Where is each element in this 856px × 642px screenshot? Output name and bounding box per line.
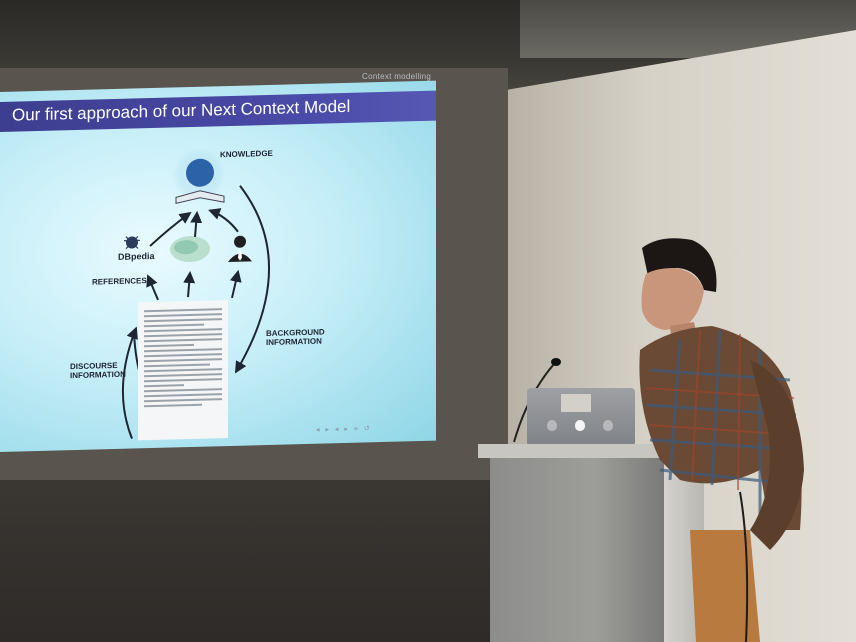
- laptop-sticker: [561, 394, 591, 412]
- podium-top: [478, 444, 698, 458]
- knowledge-label: KNOWLEDGE: [220, 148, 273, 160]
- arrow-person-to-knowledge: [208, 208, 239, 233]
- lower-wall: [0, 480, 510, 642]
- arrow-background-information: [234, 185, 270, 374]
- dbpedia-label: DBpedia: [118, 250, 155, 262]
- arrow-dbpedia-to-knowledge: [149, 211, 192, 247]
- podium-front: [490, 458, 664, 642]
- beamer-nav-icons: ◂ ▸ ◂ ▸ ≡ ↺: [316, 425, 372, 434]
- arrow-discourse-up: [121, 326, 138, 439]
- context-model-diagram: [121, 148, 270, 439]
- references-label: REFERENCES: [92, 276, 147, 287]
- apple-sticker-icon: [603, 420, 613, 431]
- document-page: [138, 300, 228, 441]
- background-label: BACKGROUND INFORMATION: [266, 327, 325, 347]
- apple-sticker-icon: [547, 420, 557, 431]
- laptop: [527, 388, 635, 446]
- slide: Our first approach of our Next Context M…: [0, 80, 436, 452]
- discourse-label-line2: INFORMATION: [70, 369, 126, 381]
- podium: [478, 444, 704, 642]
- arrow-cloud-to-knowledge: [190, 210, 203, 237]
- arrow-doc-to-person: [229, 269, 242, 299]
- background-label-line2: INFORMATION: [266, 336, 322, 348]
- arrow-doc-to-cloud: [183, 271, 196, 298]
- presenter: [639, 238, 804, 642]
- person-silhouette-icon: [228, 235, 252, 263]
- arrow-doc-to-dbpedia: [146, 274, 159, 301]
- discourse-label: DISCOURSE INFORMATION: [70, 361, 126, 380]
- knowledge-book-icon: [173, 148, 225, 205]
- dbpedia-icon: [124, 235, 140, 250]
- section-header: Context modelling: [362, 72, 432, 81]
- apple-logo-icon: [575, 420, 585, 431]
- word-cloud-icon: [170, 236, 210, 263]
